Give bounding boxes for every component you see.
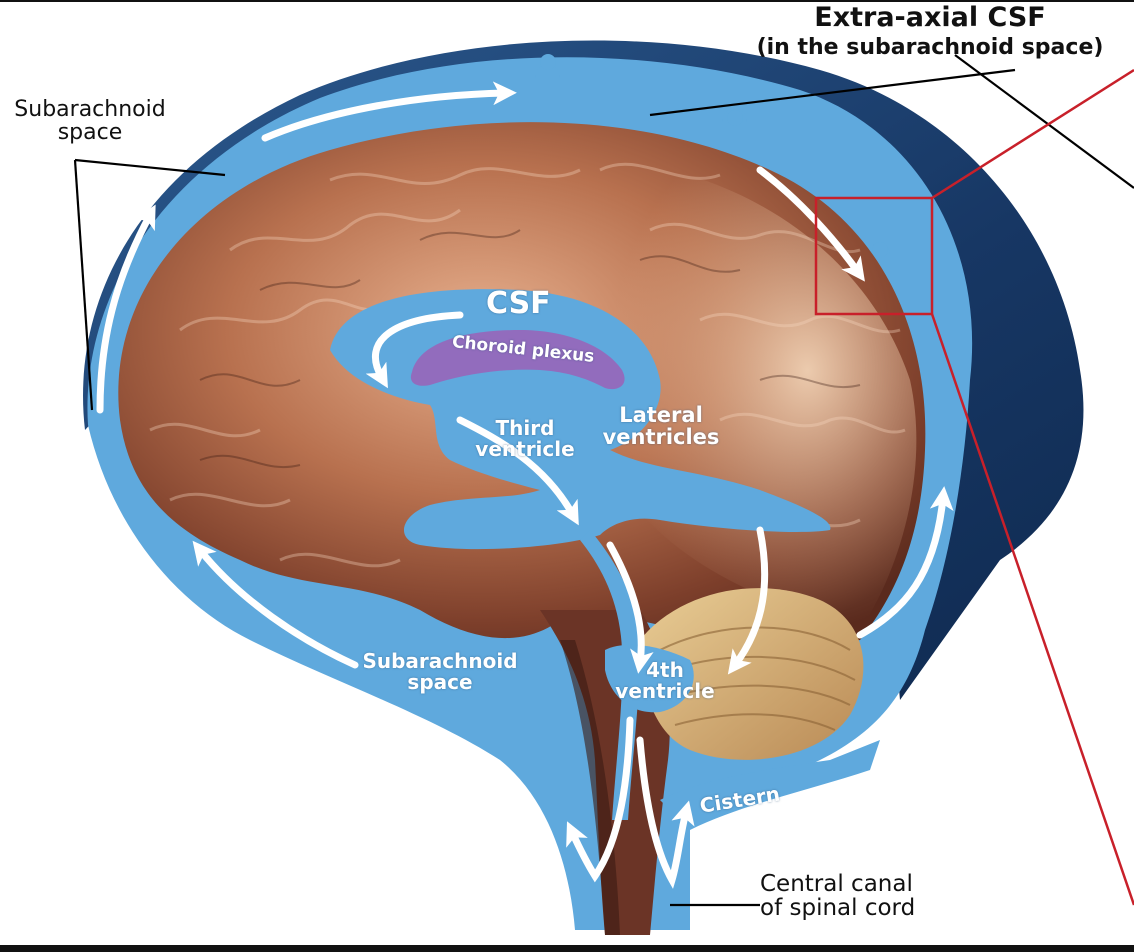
flow-arrow — [856, 486, 954, 639]
subarachnoid-left-line1: Subarachnoid — [14, 97, 166, 122]
third-ventricle-line2: ventricle — [475, 437, 575, 461]
subarachnoid-space-label-bottom: Subarachnoid space — [355, 651, 525, 693]
lateral-ventricles-line1: Lateral — [619, 403, 703, 427]
bottom-frame — [0, 945, 1134, 952]
flow-arrow — [365, 311, 464, 389]
sulci-texture — [199, 229, 861, 468]
central-canal-line1: Central canal — [760, 871, 913, 897]
lateral-ventricles-line2: ventricles — [602, 425, 720, 450]
fourth-ventricle-label: 4th ventricle — [610, 660, 720, 702]
zoom-highlight — [814, 68, 1134, 906]
extra-axial-title: Extra-axial CSF — [814, 2, 1046, 33]
subarachnoid-bottom-line1: Subarachnoid — [362, 649, 518, 673]
flow-arrow — [261, 81, 517, 142]
fourth-ventricle-channel — [580, 530, 640, 820]
fourth-ventricle-line1: 4th — [646, 658, 684, 682]
flow-arrow — [456, 416, 579, 526]
subarachnoid-bottom-line2: space — [407, 670, 473, 694]
third-ventricle-label: Third ventricle — [470, 418, 580, 460]
flow-arrow — [606, 541, 654, 674]
central-canal-line2: of spinal cord — [760, 895, 916, 922]
flow-arrow — [192, 540, 359, 669]
top-frame — [0, 0, 1134, 2]
leader-lines — [73, 54, 1134, 907]
central-canal-label: Central canal of spinal cord — [760, 872, 915, 920]
gyri-texture — [149, 162, 906, 568]
flow-arrow — [727, 526, 769, 675]
subarachnoid-space-label-left: Subarachnoid space — [0, 98, 180, 144]
flow-arrow — [96, 204, 156, 414]
arachnoid-granulations — [535, 54, 890, 258]
extra-axial-subtitle: (in the subarachnoid space) — [756, 35, 1104, 61]
choroid-plexus — [410, 330, 625, 390]
lateral-ventricles-label: Lateral ventricles — [596, 404, 726, 448]
csf-label: CSF — [486, 286, 551, 321]
fourth-ventricle-chamber — [605, 644, 694, 713]
fourth-ventricle-line2: ventricle — [615, 679, 715, 703]
cistern-channel — [660, 740, 880, 830]
subarachnoid-left-line2: space — [57, 120, 123, 146]
cerebellum — [640, 588, 864, 760]
extra-axial-csf-label: Extra-axial CSF (in the subarachnoid spa… — [735, 2, 1125, 61]
flow-arrow — [636, 736, 695, 889]
third-ventricle-line1: Third — [495, 416, 555, 440]
flow-arrow — [566, 716, 634, 883]
